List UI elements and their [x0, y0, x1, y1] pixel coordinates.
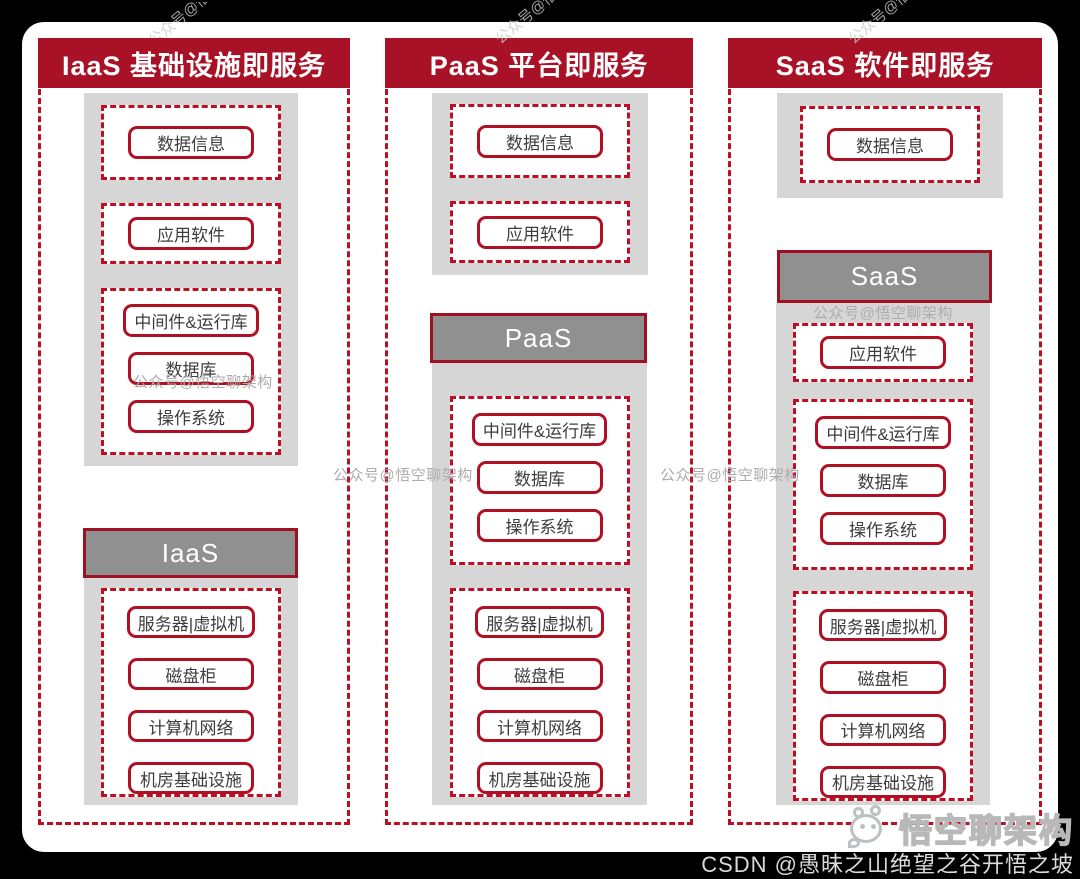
wechat-watermark-fragment: 公众号@悟空聊架构	[850, 0, 922, 44]
layer-chip-middleware: 中间件&运行库	[471, 413, 608, 446]
layer-chip-database: 数据库	[820, 464, 946, 497]
iaas-provider-bar: IaaS	[83, 528, 298, 578]
layer-group-data: 数据信息	[450, 104, 630, 178]
wechat-watermark-fragment: 公众号@悟空聊架构	[497, 0, 569, 44]
layer-chip-database: 数据库	[476, 461, 603, 494]
layer-chip-application: 应用软件	[820, 336, 946, 369]
paas-column-header: PaaS 平台即服务	[385, 38, 693, 88]
csdn-watermark: CSDN @愚昧之山绝望之谷开悟之坡	[701, 852, 1074, 877]
layer-group-infrastructure: 服务器|虚拟机 磁盘柜 计算机网络 机房基础设施	[449, 588, 630, 797]
paas-customer-managed-panel: 数据信息 应用软件	[432, 93, 648, 275]
layer-group-platform: 中间件&运行库 数据库 操作系统	[449, 396, 630, 565]
layer-chip-database: 数据库	[128, 352, 254, 385]
paas-provider-bar: PaaS	[430, 313, 647, 363]
iaas-customer-managed-panel: 数据信息 应用软件 中间件&运行库 数据库 操作系统	[84, 93, 298, 466]
layer-chip-application: 应用软件	[128, 217, 254, 250]
iaas-column: IaaS 基础设施即服务 数据信息 应用软件 中间件&运行库 数据库 操作系统 …	[38, 38, 350, 830]
wechat-watermark: 公众号@悟空聊架构	[813, 305, 953, 322]
paas-provider-managed-panel: 中间件&运行库 数据库 操作系统 服务器|虚拟机 磁盘柜 计算机网络 机房基础设…	[432, 363, 647, 805]
layer-chip-middleware: 中间件&运行库	[123, 304, 259, 337]
layer-group-platform: 中间件&运行库 数据库 操作系统	[101, 288, 281, 455]
wukong-logo: 悟空聊架构	[845, 804, 1074, 852]
wechat-watermark: 公众号@悟空聊架构	[133, 374, 273, 391]
layer-chip-datacenter: 机房基础设施	[128, 762, 254, 794]
layer-chip-network: 计算机网络	[820, 713, 946, 746]
layer-group-infrastructure: 服务器|虚拟机 磁盘柜 计算机网络 机房基础设施	[101, 588, 281, 797]
layer-chip-storage: 磁盘柜	[128, 658, 254, 690]
layer-group-data: 数据信息	[101, 105, 281, 180]
layer-chip-server-vm: 服务器|虚拟机	[818, 609, 948, 642]
layer-group-application: 应用软件	[450, 201, 630, 263]
layer-chip-application: 应用软件	[477, 215, 603, 249]
iaas-column-header: IaaS 基础设施即服务	[38, 38, 350, 88]
layer-chip-datacenter: 机房基础设施	[820, 765, 946, 798]
layer-chip-data: 数据信息	[827, 128, 953, 161]
layer-chip-network: 计算机网络	[476, 710, 603, 742]
layer-group-platform: 中间件&运行库 数据库 操作系统	[793, 399, 973, 570]
wechat-watermark: 公众号@悟空聊架构	[333, 467, 473, 484]
layer-chip-data: 数据信息	[477, 124, 603, 158]
saas-column: SaaS 软件即服务 数据信息 SaaS 公众号@悟空聊架构 应用软件 中间件&…	[728, 38, 1042, 830]
layer-chip-data: 数据信息	[128, 126, 254, 159]
layer-group-infrastructure: 服务器|虚拟机 磁盘柜 计算机网络 机房基础设施	[793, 591, 973, 801]
wechat-watermark: 公众号@悟空聊架构	[660, 467, 800, 484]
paas-column: PaaS 平台即服务 数据信息 应用软件 PaaS 中间件&运行库 数据库 操作…	[385, 38, 693, 830]
saas-customer-managed-panel: 数据信息	[777, 93, 1003, 198]
iaas-provider-managed-panel: 服务器|虚拟机 磁盘柜 计算机网络 机房基础设施	[84, 578, 298, 805]
layer-chip-os: 操作系统	[128, 400, 254, 433]
layer-group-application: 应用软件	[793, 323, 973, 382]
layer-chip-middleware: 中间件&运行库	[815, 416, 951, 449]
wukong-logo-text: 悟空聊架构	[898, 811, 1074, 850]
layer-group-application: 应用软件	[101, 203, 281, 264]
layer-group-data: 数据信息	[800, 106, 980, 183]
layer-chip-storage: 磁盘柜	[820, 661, 946, 694]
layer-chip-datacenter: 机房基础设施	[476, 762, 603, 794]
layer-chip-server-vm: 服务器|虚拟机	[475, 606, 604, 638]
saas-provider-managed-panel: 公众号@悟空聊架构 应用软件 中间件&运行库 数据库 操作系统 服务器|虚拟机 …	[776, 303, 990, 805]
wechat-watermark-fragment: 公众号@悟空聊架构	[150, 2, 222, 38]
saas-column-header: SaaS 软件即服务	[728, 38, 1042, 88]
layer-chip-os: 操作系统	[476, 509, 603, 542]
layer-chip-storage: 磁盘柜	[476, 658, 603, 690]
saas-provider-bar: SaaS	[777, 250, 992, 303]
layer-chip-os: 操作系统	[820, 512, 946, 545]
layer-chip-network: 计算机网络	[128, 710, 254, 742]
monkey-chat-icon	[845, 805, 891, 851]
layer-chip-server-vm: 服务器|虚拟机	[126, 606, 256, 638]
